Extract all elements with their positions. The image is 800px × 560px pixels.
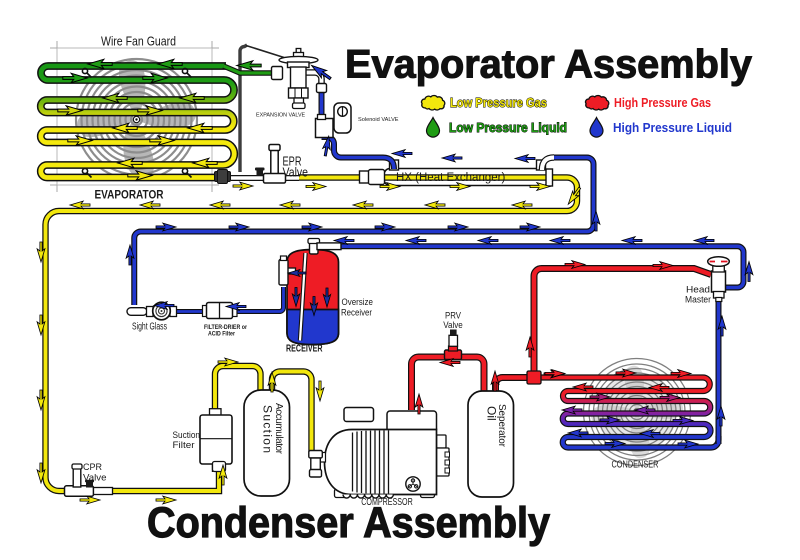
- svg-text:Suction: Suction: [261, 405, 275, 453]
- svg-text:ACID Filter: ACID Filter: [208, 331, 235, 338]
- svg-text:Valve: Valve: [283, 165, 309, 180]
- svg-text:EXPANSION VALVE: EXPANSION VALVE: [256, 113, 306, 119]
- svg-text:Low Pressure Liquid: Low Pressure Liquid: [449, 120, 567, 135]
- svg-text:Solenoid VALVE: Solenoid VALVE: [358, 117, 399, 123]
- svg-text:Filter: Filter: [173, 440, 195, 451]
- svg-text:Sight Glass: Sight Glass: [132, 322, 167, 333]
- svg-text:COMPRESSOR: COMPRESSOR: [361, 497, 413, 508]
- svg-text:Suction: Suction: [173, 430, 201, 441]
- svg-text:CPR: CPR: [83, 462, 102, 473]
- svg-text:Low Pressure Gas: Low Pressure Gas: [450, 95, 547, 110]
- svg-text:Oil: Oil: [485, 406, 499, 421]
- svg-text:RECEIVER: RECEIVER: [286, 344, 323, 355]
- svg-text:High Pressure Liquid: High Pressure Liquid: [613, 120, 732, 135]
- svg-text:Condenser Assembly: Condenser Assembly: [147, 499, 550, 547]
- svg-text:Accumulator: Accumulator: [273, 403, 284, 455]
- svg-text:EVAPORATOR: EVAPORATOR: [95, 188, 164, 202]
- svg-text:Wire Fan Guard: Wire Fan Guard: [101, 35, 176, 49]
- svg-text:Valve: Valve: [443, 320, 463, 331]
- svg-text:HX (Heat Exchanger): HX (Heat Exchanger): [396, 172, 505, 184]
- svg-text:FILTER-DRIER or: FILTER-DRIER or: [204, 324, 247, 331]
- svg-text:CONDENSER: CONDENSER: [612, 460, 659, 471]
- svg-text:Evaporator Assembly: Evaporator Assembly: [345, 43, 753, 87]
- svg-text:Seperator: Seperator: [496, 404, 507, 448]
- svg-text:High Pressure Gas: High Pressure Gas: [614, 95, 711, 110]
- svg-text:Oversize: Oversize: [342, 297, 374, 307]
- svg-text:Head: Head: [686, 285, 710, 295]
- svg-text:PRV: PRV: [445, 311, 462, 322]
- svg-text:Receiver: Receiver: [341, 308, 372, 318]
- svg-text:Master: Master: [685, 295, 711, 305]
- svg-text:Valve: Valve: [83, 473, 107, 484]
- svg-text:EPR: EPR: [283, 154, 302, 169]
